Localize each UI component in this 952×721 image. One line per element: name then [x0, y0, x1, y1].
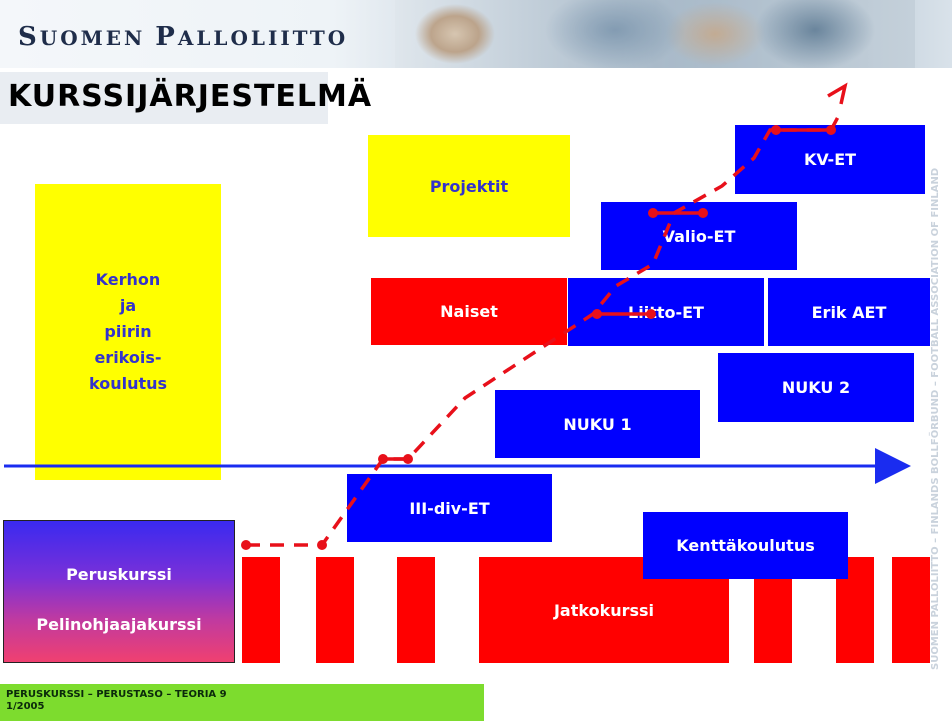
- brand-logo-text: SUOMEN PALLOLIITTO: [18, 22, 349, 52]
- kerhon-line-3: piirin: [104, 322, 152, 341]
- pelinohjaajakurssi-label: Pelinohjaajakurssi: [36, 615, 202, 635]
- footer-line-1: PERUSKURSSI – PERUSTASO – TEORIA 9: [6, 689, 227, 700]
- path-node: [317, 540, 327, 550]
- footer-line-2: 1/2005: [6, 701, 45, 712]
- jatko-bar-3: [397, 557, 435, 663]
- kerhon-box: Kerhon ja piirin erikois- koulutus: [35, 184, 221, 480]
- jatkokurssi-box: Jatkokurssi: [479, 557, 729, 663]
- jatko-bar-1: [242, 557, 280, 663]
- iii-div-et-box: III-div-ET: [347, 474, 552, 542]
- banner-photo: [395, 0, 915, 68]
- kerhon-line-5: koulutus: [88, 374, 168, 393]
- path-node: [241, 540, 251, 550]
- jatko-bar-2: [316, 557, 354, 663]
- career-path-dashed: [246, 116, 840, 547]
- kerhon-line-2: ja: [119, 296, 137, 315]
- iii-div-et-label: III-div-ET: [409, 498, 490, 518]
- nuku1-label: NUKU 1: [563, 414, 632, 434]
- peruskurssi-box: Peruskurssi Pelinohjaajakurssi: [3, 520, 235, 663]
- career-path: [246, 82, 848, 547]
- naiset-label: Naiset: [440, 302, 498, 321]
- peruskurssi-label: Peruskurssi: [66, 564, 172, 584]
- side-text-strip: SUOMEN PALLOLIITTO – FINLANDS BOLLFÖRBUN…: [927, 168, 941, 670]
- projektit-label: Projektit: [429, 176, 509, 196]
- nuku1-box: NUKU 1: [495, 390, 700, 458]
- page-title: KURSSIJÄRJESTELMÄ: [8, 79, 373, 114]
- kerhon-line-4: erikois-: [94, 348, 162, 367]
- nuku2-box: NUKU 2: [718, 353, 914, 422]
- career-path-nodes: [241, 125, 836, 550]
- kv-et-label: KV-ET: [803, 150, 857, 169]
- footer-bar: [0, 684, 484, 721]
- career-path-arrowhead: [827, 82, 848, 105]
- projektit-box: Projektit: [368, 135, 570, 237]
- nuku2-label: NUKU 2: [781, 378, 851, 397]
- kenttakoulutus-label: Kenttäkoulutus: [676, 536, 815, 555]
- kenttakoulutus-box: Kenttäkoulutus: [643, 512, 848, 579]
- footer-text: PERUSKURSSI – PERUSTASO – TEORIA 9 1/200…: [6, 689, 227, 713]
- jatkokurssi-label: Jatkokurssi: [553, 600, 655, 620]
- erik-aet-box: Erik AET: [768, 278, 930, 346]
- title-background: [0, 72, 328, 124]
- jatko-bar-7: [892, 557, 930, 663]
- naiset-box: Naiset: [371, 278, 567, 345]
- valio-et-label: Valio-ET: [662, 226, 736, 246]
- kerhon-line-1: Kerhon: [95, 270, 161, 289]
- side-text: SUOMEN PALLOLIITTO – FINLANDS BOLLFÖRBUN…: [927, 168, 941, 670]
- erik-aet-label: Erik AET: [811, 302, 887, 322]
